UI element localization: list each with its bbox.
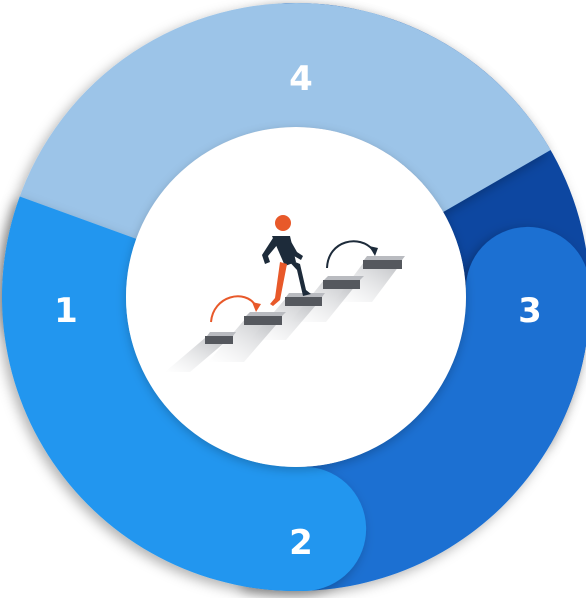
stair-step [244, 312, 286, 325]
climbing-person-figure [262, 215, 311, 306]
stair-shadow [334, 262, 402, 302]
stair-step [205, 332, 236, 344]
ring-segment-2 [2, 196, 367, 591]
stair-shadow [290, 280, 360, 322]
stair-shadow [165, 338, 230, 372]
stair-step [363, 256, 405, 269]
cycle-ring [2, 3, 586, 591]
curved-arrow-icon [326, 240, 378, 269]
curved-arrow-icon [210, 295, 261, 323]
segment-number-2: 2 [289, 523, 313, 563]
segment-number-3: 3 [518, 291, 542, 331]
stair-step [323, 276, 364, 289]
person-climbing-stairs-icon [165, 215, 405, 372]
segment-number-4: 4 [289, 59, 313, 99]
ring-segment-1 [2, 3, 551, 359]
segment-number-1: 1 [54, 291, 78, 331]
